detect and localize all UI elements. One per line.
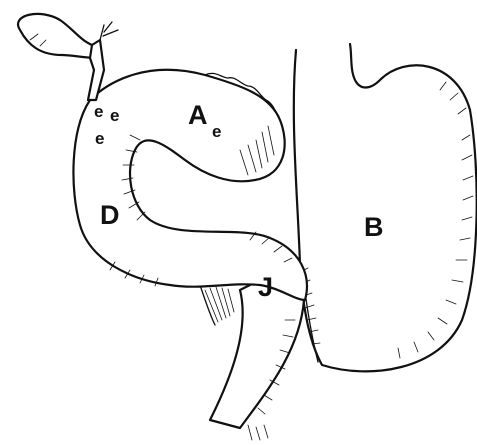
- label-b: B: [364, 212, 384, 242]
- stomach: [294, 44, 477, 371]
- label-e-2: e: [110, 106, 119, 125]
- label-e-1: e: [94, 102, 103, 121]
- label-d: D: [100, 200, 120, 230]
- mesentery: [200, 285, 234, 325]
- label-e-4: e: [212, 122, 221, 141]
- label-j: J: [258, 272, 273, 302]
- label-a: A: [188, 100, 208, 130]
- gallbladder: [18, 14, 118, 100]
- label-e-3: e: [95, 129, 104, 148]
